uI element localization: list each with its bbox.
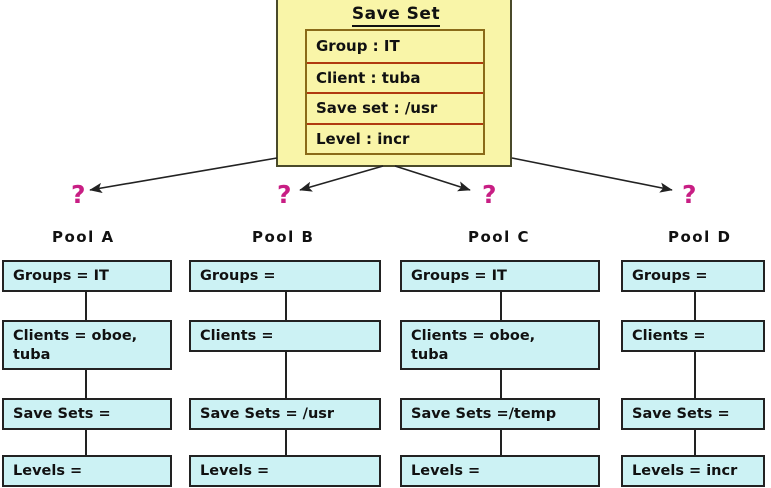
save-set-attribute-group: Group : IT <box>316 37 400 56</box>
question-mark-pool-a: ? <box>71 180 86 209</box>
pool-label-a: Pool A <box>52 228 115 246</box>
question-mark-pool-c: ? <box>482 180 497 209</box>
pool-d-savesets-box: Save Sets = <box>621 398 765 430</box>
arrow-to-pool-b <box>299 165 384 192</box>
save-set-attribute-saveset: Save set : /usr <box>307 92 483 123</box>
pool-d-levels-box: Levels = incr <box>621 455 765 487</box>
connector-c-2 <box>500 369 502 399</box>
arrow-to-pool-c <box>394 165 471 192</box>
arrow-to-pool-a <box>89 157 278 194</box>
save-set-attribute-level: Level : incr <box>307 122 483 154</box>
pool-d-groups-box: Groups = <box>621 260 765 292</box>
save-set-card: Save Set Group : IT Client : tuba Save s… <box>276 0 512 167</box>
pool-label-c: Pool C <box>468 228 530 246</box>
pool-c-clients-box: Clients = oboe, tuba <box>400 320 600 370</box>
question-mark-pool-b: ? <box>277 180 292 209</box>
pool-a-clients-box: Clients = oboe, tuba <box>2 320 172 370</box>
pool-a-groups-box: Groups = IT <box>2 260 172 292</box>
pool-a-savesets-box: Save Sets = <box>2 398 172 430</box>
connector-b-1 <box>285 291 287 321</box>
save-set-attribute-table: Group : IT Client : tuba Save set : /usr… <box>305 29 485 155</box>
connector-a-1 <box>85 291 87 321</box>
pool-b-savesets-box: Save Sets = /usr <box>189 398 381 430</box>
save-set-title: Save Set <box>278 4 514 27</box>
connector-d-2 <box>694 352 696 399</box>
connector-a-3 <box>85 430 87 456</box>
pool-b-groups-box: Groups = <box>189 260 381 292</box>
connector-b-2 <box>285 352 287 399</box>
pool-b-clients-box: Clients = <box>189 320 381 352</box>
pool-d-clients-box: Clients = <box>621 320 765 352</box>
pool-c-groups-box: Groups = IT <box>400 260 600 292</box>
connector-a-2 <box>85 369 87 399</box>
save-set-title-text: Save Set <box>351 4 441 27</box>
connector-c-3 <box>500 430 502 456</box>
arrow-to-pool-d <box>511 157 673 193</box>
pool-c-levels-box: Levels = <box>400 455 600 487</box>
pool-a-levels-box: Levels = <box>2 455 172 487</box>
connector-d-1 <box>694 291 696 321</box>
pool-b-levels-box: Levels = <box>189 455 381 487</box>
save-set-attribute-client: Client : tuba <box>307 61 483 93</box>
connector-c-1 <box>500 291 502 321</box>
question-mark-pool-d: ? <box>682 180 697 209</box>
connector-d-3 <box>694 430 696 456</box>
pool-label-d: Pool D <box>668 228 732 246</box>
pool-c-savesets-box: Save Sets =/temp <box>400 398 600 430</box>
connector-b-3 <box>285 430 287 456</box>
pool-label-b: Pool B <box>252 228 315 246</box>
